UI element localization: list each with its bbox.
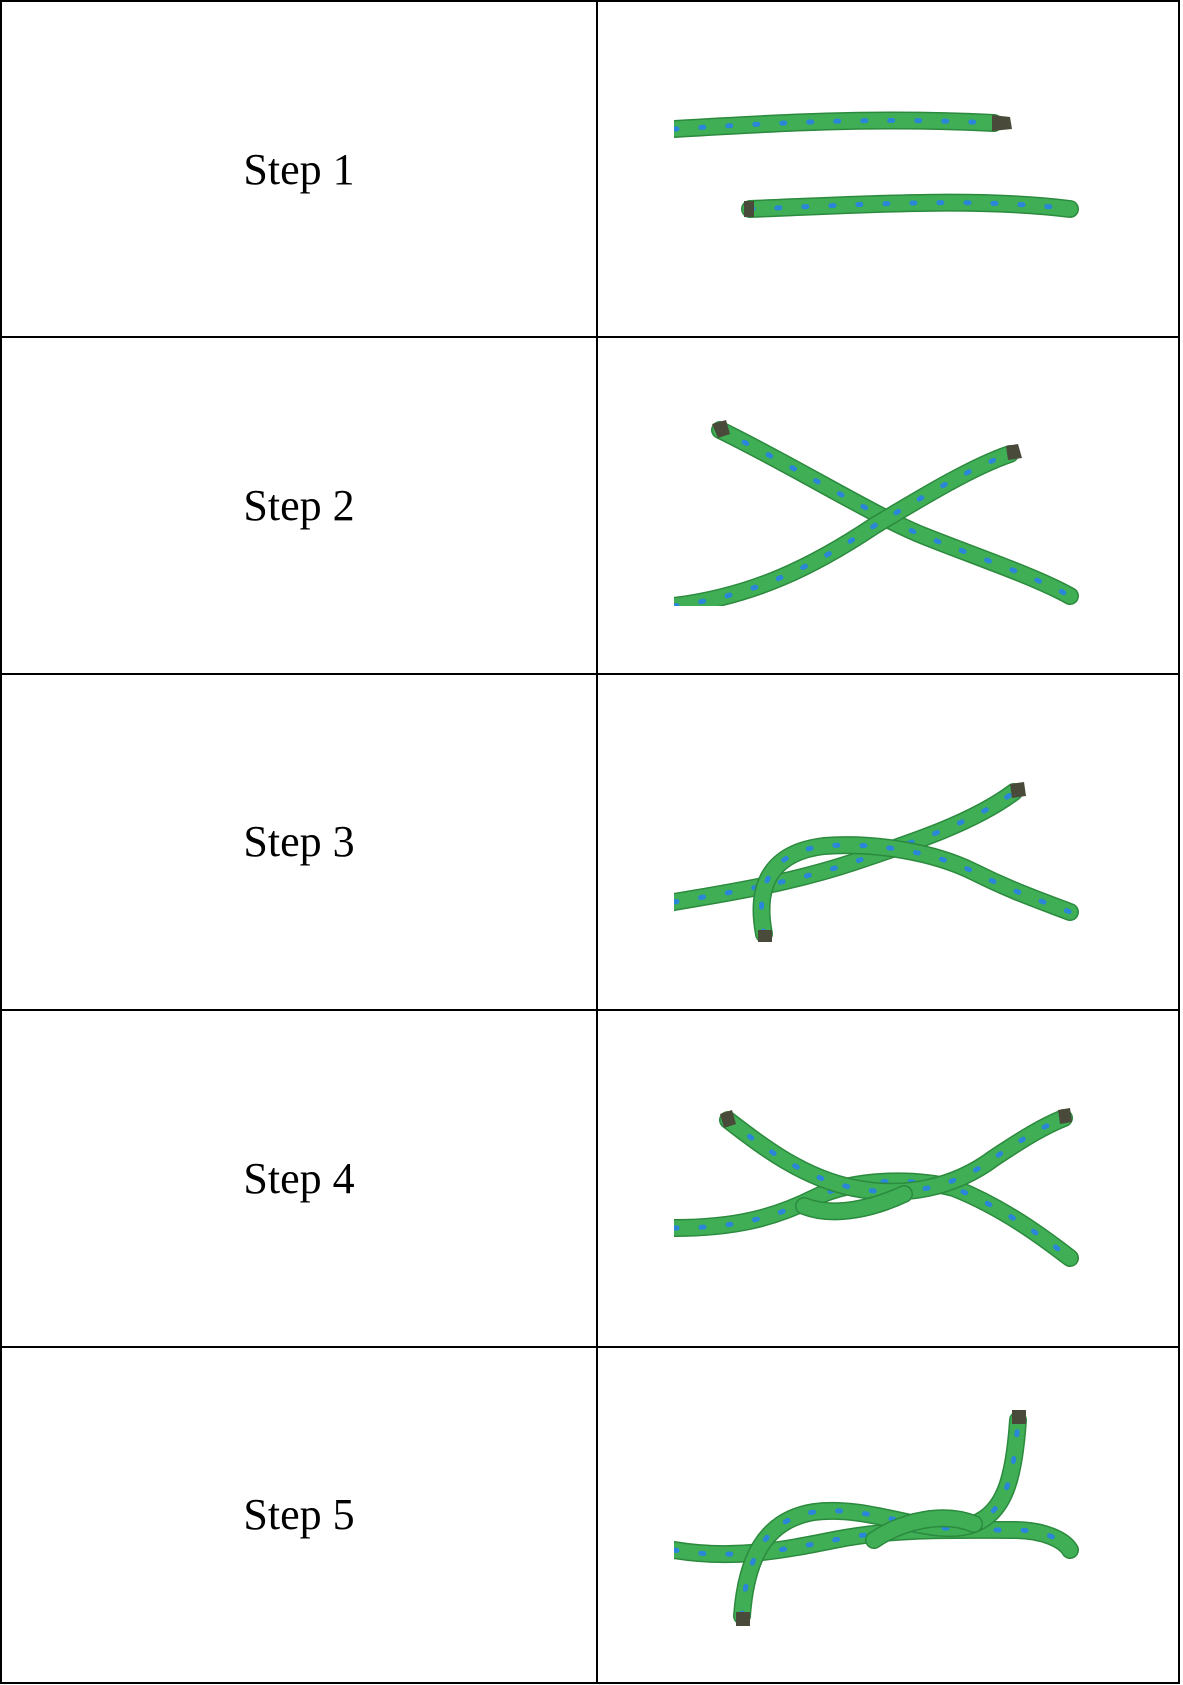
rope-knot-finished-icon (674, 1409, 1079, 1626)
rope-reef-knot-loose-icon (674, 1108, 1079, 1268)
step-image-cell (596, 1009, 1180, 1348)
step-image-cell (596, 1345, 1180, 1685)
step-row-5: Step 5 (0, 1345, 1180, 1685)
step-image-cell (596, 0, 1180, 339)
step-label: Step 2 (0, 336, 598, 675)
step-label: Step 4 (0, 1009, 598, 1348)
step-image-cell (596, 672, 1180, 1012)
step-row-1: Step 1 (0, 0, 1180, 339)
rope-ends-crossed-icon (674, 419, 1079, 606)
step-row-4: Step 4 (0, 1009, 1180, 1348)
step-label: Step 5 (0, 1345, 598, 1685)
step-row-2: Step 2 (0, 336, 1180, 675)
step-row-3: Step 3 (0, 672, 1180, 1012)
rope-ends-parallel-icon (674, 111, 1079, 219)
rope-first-tuck-icon (674, 781, 1079, 942)
step-image-cell (596, 336, 1180, 675)
step-label: Step 3 (0, 672, 598, 1012)
step-label: Step 1 (0, 0, 598, 339)
